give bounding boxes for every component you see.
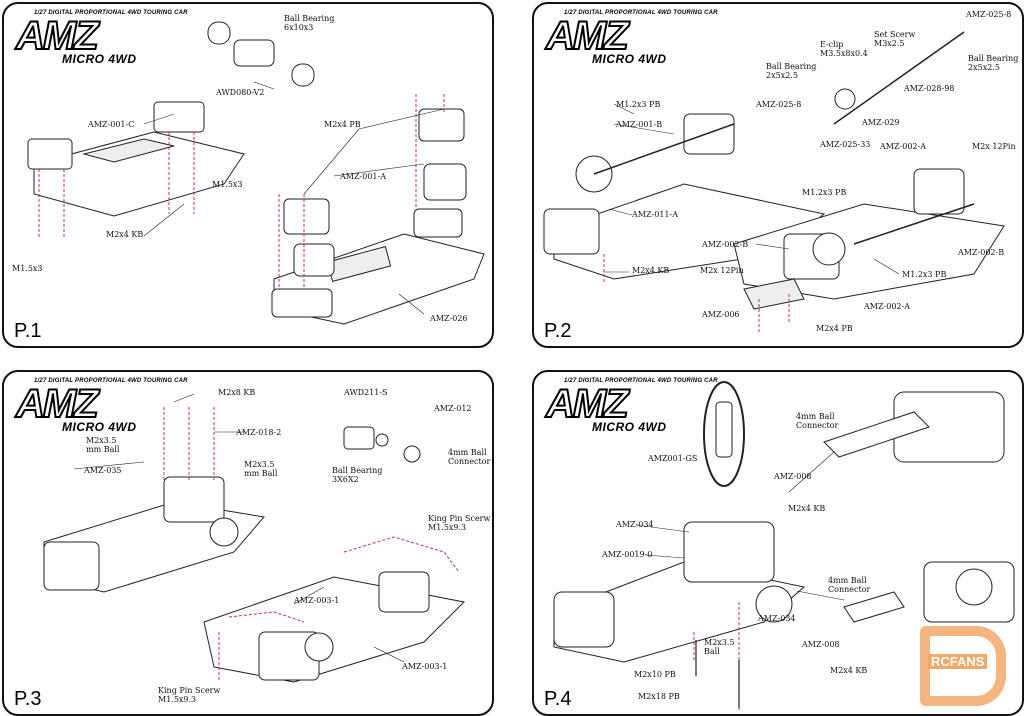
p4-label-amz00190: AMZ-0019-0 [602, 550, 653, 559]
brand-subtitle: MICRO 4WD [592, 420, 667, 434]
p3-label-awd211s: AWD211-S [344, 388, 388, 397]
brand-subtitle: MICRO 4WD [62, 420, 137, 434]
amz-logo: 1/27 DIGITAL PROPORTIONAL 4WD TOURING CA… [542, 10, 717, 70]
brand-subtitle: MICRO 4WD [592, 52, 667, 66]
p1-label-m2x4pb: M2x4 PB [324, 120, 361, 129]
brand-logo-text: AMZ [545, 382, 630, 426]
p2-label-m2x12pin-b: M2x 12Pin [700, 266, 744, 275]
p1-label-amz001c: AMZ-001-C [88, 120, 135, 129]
brand-logo-text: AMZ [15, 14, 100, 58]
page-number-p2: P.2 [544, 320, 572, 342]
p3-label-4mm-ball-connector: 4mm Ball Connector [448, 448, 491, 466]
watermark-text: RCFANS [928, 654, 988, 669]
p3-label-amz0182: AMZ-018-2 [236, 428, 282, 437]
p4-label-amz034-a: AMZ-034 [616, 520, 654, 529]
brand-logo-text: AMZ [15, 382, 100, 426]
p2-label-amz029: AMZ-029 [862, 118, 900, 127]
page-number-p3: P.3 [14, 688, 42, 710]
brand-tagline: 1/27 DIGITAL PROPORTIONAL 4WD TOURING CA… [34, 10, 188, 16]
p2-label-amz006: AMZ-006 [702, 310, 740, 319]
p2-label-m2x4pb: M2x4 PB [816, 324, 853, 333]
chassis-exploded-drawing [27, 21, 485, 325]
p3-label-bearing: Ball Bearing 3X6X2 [332, 466, 383, 484]
p2-label-amz02898: AMZ-028-98 [904, 84, 955, 93]
brand-logo-text: AMZ [545, 14, 630, 58]
p3-label-kingpin-bottom: King Pin Scerw M1.5x9.3 [158, 686, 221, 704]
panel-p2: 1/27 DIGITAL PROPORTIONAL 4WD TOURING CA… [532, 2, 1024, 348]
p2-label-amz002a-top: AMZ-002-A [880, 142, 926, 151]
p2-label-amz002b-left: AMZ-002-B [702, 240, 749, 249]
watermark-r-shape [920, 626, 1006, 706]
page-number-p1: P.1 [14, 320, 42, 342]
p2-label-amz011a: AMZ-011-A [632, 210, 678, 219]
p4-label-m2x10pb: M2x10 PB [634, 670, 676, 679]
p4-label-m2x4kb-bottom: M2x4 KB [830, 666, 868, 675]
p4-label-m2x35-ball: M2x3.5 Ball [704, 638, 735, 656]
p3-label-amz0031-a: AMZ-003-1 [294, 596, 340, 605]
p2-label-amz001b: AMZ-001-B [616, 120, 663, 129]
p3-label-amz035: AMZ-035 [84, 466, 122, 475]
p2-label-bearing-a: Ball Bearing 2x5x2.5 [766, 62, 817, 80]
chassis-drivetrain-drawing [543, 31, 1005, 334]
p2-label-amz0258-top: AMZ-025-8 [966, 10, 1012, 19]
p3-label-m2x8kb: M2x8 KB [218, 388, 256, 397]
amz-logo: 1/27 DIGITAL PROPORTIONAL 4WD TOURING CA… [12, 10, 187, 70]
shock-assembly-drawing [553, 381, 1015, 712]
amz-logo: 1/27 DIGITAL PROPORTIONAL 4WD TOURING CA… [12, 378, 187, 438]
p3-label-kingpin-top: King Pin Scerw M1.5x9.3 [428, 514, 491, 532]
p4-label-m2x4kb-top: M2x4 KB [788, 504, 826, 513]
p1-label-m15x3-a: M1.5x3 [212, 180, 243, 189]
p3-label-amz0031-b: AMZ-003-1 [402, 662, 448, 671]
p1-label-m2x4kb: M2x4 KB [106, 230, 144, 239]
brand-tagline: 1/27 DIGITAL PROPORTIONAL 4WD TOURING CA… [564, 378, 718, 384]
p3-label-amz012: AMZ-012 [434, 404, 472, 413]
p2-label-bearing-b: Ball Bearing 2x5x2.5 [968, 54, 1019, 72]
brand-subtitle: MICRO 4WD [62, 52, 137, 66]
panel-p3: 1/27 DIGITAL PROPORTIONAL 4WD TOURING CA… [2, 370, 494, 716]
p2-label-set-screw: Set Scerw M3x2.5 [874, 30, 916, 48]
p2-label-amz002a-bottom: AMZ-002-A [864, 302, 910, 311]
p4-label-4mm-ball-bottom: 4mm Ball Connector [828, 576, 871, 594]
rcfans-watermark: RCFANS [920, 626, 1016, 708]
p1-label-amz026: AMZ-026 [430, 314, 468, 323]
p2-label-amz0258: AMZ-025-8 [756, 100, 802, 109]
amz-logo: 1/27 DIGITAL PROPORTIONAL 4WD TOURING CA… [542, 378, 717, 438]
p2-label-m12x3pb-a: M1.2x3 PB [616, 100, 661, 109]
p4-label-amz034-b: AMZ-034 [758, 614, 796, 623]
p2-label-eclip: E-clip M3.5x8x0.4 [820, 40, 868, 58]
panel-p1: 1/27 DIGITAL PROPORTIONAL 4WD TOURING CA… [2, 2, 494, 348]
p4-label-amz008-bottom: AMZ-008 [802, 640, 840, 649]
p2-label-m2x4kb: M2x4 KB [632, 266, 670, 275]
p1-label-m15x3-b: M1.5x3 [12, 264, 43, 273]
p4-label-m2x18pb: M2x18 PB [638, 692, 680, 701]
p1-label-ball-bearing: Ball Bearing 6x10x3 [284, 14, 335, 32]
brand-tagline: 1/27 DIGITAL PROPORTIONAL 4WD TOURING CA… [34, 378, 188, 384]
suspension-assembly-drawing [43, 393, 466, 683]
p1-label-amz001a: AMZ-001-A [340, 172, 386, 181]
p2-label-m12x3pb-c: M1.2x3 PB [902, 270, 947, 279]
brand-tagline: 1/27 DIGITAL PROPORTIONAL 4WD TOURING CA… [564, 10, 718, 16]
p2-label-amz02533: AMZ-025-33 [820, 140, 871, 149]
panel-p4: 1/27 DIGITAL PROPORTIONAL 4WD TOURING CA… [532, 370, 1024, 716]
p4-label-amz001gs: AMZ001-GS [648, 454, 698, 463]
p3-label-ball-a: M2x3.5 mm Ball [86, 436, 120, 454]
p4-label-amz008-top: AMZ-008 [774, 472, 812, 481]
p2-label-m2x12pin-a: M2x 12Pin [972, 142, 1016, 151]
p2-label-m12x3pb-b: M1.2x3 PB [802, 188, 847, 197]
p1-label-awd080: AWD080-V2 [216, 88, 265, 97]
p2-label-amz002b-right: AMZ-002-B [958, 248, 1005, 257]
p3-label-ball-b: M2x3.5 mm Ball [244, 460, 278, 478]
page-number-p4: P.4 [544, 688, 572, 710]
p4-label-4mm-ball-top: 4mm Ball Connector [796, 412, 839, 430]
